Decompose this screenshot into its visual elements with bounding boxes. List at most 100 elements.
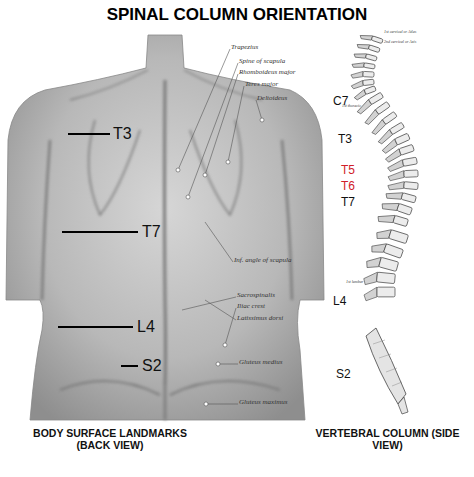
vertebral-body xyxy=(363,79,375,85)
leader-line xyxy=(225,308,236,345)
l4-marker xyxy=(58,326,133,328)
leader-dot xyxy=(176,168,180,172)
spinous-process xyxy=(359,32,372,42)
right-arm-edge xyxy=(282,140,292,300)
leader-dot xyxy=(260,118,264,122)
gluteal-line xyxy=(60,381,280,395)
trapezius-edge xyxy=(70,70,262,100)
leader-dot xyxy=(203,173,207,177)
vertebra xyxy=(365,254,399,275)
leader-dot xyxy=(216,362,220,366)
vertebral-body xyxy=(364,63,376,69)
muscle-label: Teres major xyxy=(245,81,278,89)
muscle-label: Sacrospinalis xyxy=(237,292,275,300)
vertebra xyxy=(364,287,395,301)
vertebral-body xyxy=(399,144,414,155)
spine-furrow xyxy=(165,80,166,385)
spinous-process xyxy=(351,80,364,89)
vertebral-body xyxy=(397,203,413,215)
vertebral-body xyxy=(389,122,404,134)
vertebra-note: 1st lumbar xyxy=(346,280,363,284)
spinous-process xyxy=(388,171,404,181)
vertebra xyxy=(388,170,418,181)
t3-marker xyxy=(68,133,110,135)
title: SPINAL COLUMN ORIENTATION xyxy=(0,6,474,25)
s2-marker xyxy=(121,365,138,367)
panel-caption: VERTEBRAL COLUMN (SIDE VIEW) xyxy=(315,428,460,451)
vertebra xyxy=(351,71,374,80)
t7-marker xyxy=(62,231,138,233)
vertebra xyxy=(385,189,416,206)
back-figure xyxy=(6,35,324,420)
vertebral-body xyxy=(375,102,390,115)
level-label: T3 xyxy=(113,125,132,143)
spinous-process xyxy=(377,211,395,226)
level-label: L4 xyxy=(137,318,155,336)
leader-dot xyxy=(186,195,190,199)
spinous-process xyxy=(363,271,377,286)
vertebra-label: T3 xyxy=(338,133,352,146)
spinous-process xyxy=(351,71,363,79)
vertebral-body xyxy=(383,244,403,259)
vertebral-body xyxy=(371,36,383,44)
sacrum xyxy=(366,328,406,404)
vertebra xyxy=(381,198,413,218)
torso-silhouette xyxy=(6,35,324,420)
vertebra-label: L4 xyxy=(333,295,346,308)
gluteal-cleft xyxy=(164,385,167,420)
leader-dot xyxy=(204,402,208,406)
spinous-process xyxy=(351,61,364,69)
vertebra xyxy=(359,32,383,45)
muscle-label: Gluteus medius xyxy=(239,359,282,367)
sacrum-ridges xyxy=(373,340,402,386)
spinous-process xyxy=(375,226,391,242)
landmark-label: Spine of scapula xyxy=(239,58,285,66)
sacrum-ridge xyxy=(386,368,397,372)
vertebral-body xyxy=(401,193,416,203)
muscle-shading xyxy=(42,70,292,420)
leader-lines xyxy=(176,49,264,406)
leader-line xyxy=(205,222,233,262)
spinous-process xyxy=(353,51,366,60)
vertebra-note: 1st thoracic xyxy=(342,104,361,108)
vertebra-label: S2 xyxy=(336,368,351,381)
vertebral-body xyxy=(382,112,397,125)
vertebral-column xyxy=(351,32,419,414)
spinous-process xyxy=(381,198,400,213)
vertebra xyxy=(370,239,403,261)
vertebral-body xyxy=(368,45,380,53)
leader-line xyxy=(178,49,230,170)
panel-caption: BODY SURFACE LANDMARKS (BACK VIEW) xyxy=(25,428,195,451)
vertebra xyxy=(351,61,375,71)
leader-line xyxy=(188,63,238,197)
vertebra xyxy=(375,226,408,247)
leader-dot xyxy=(223,343,227,347)
muscle-label: Deltoideus xyxy=(257,95,287,103)
leader-dot xyxy=(226,160,230,164)
spinous-process xyxy=(370,239,386,255)
vertebra xyxy=(377,211,409,230)
sacrum-ridge xyxy=(392,382,402,386)
leader-line xyxy=(256,100,262,120)
spinous-process xyxy=(364,287,377,301)
vertebral-body xyxy=(404,170,418,177)
vertebral-body xyxy=(389,230,409,244)
vertebral-body xyxy=(364,86,376,95)
vertebra-note: 2nd cervical or Axis xyxy=(384,40,416,44)
vertebra xyxy=(363,271,395,288)
vertebra xyxy=(356,41,380,54)
vertebral-body xyxy=(393,215,409,226)
leader-line xyxy=(218,364,238,365)
muscle-label: Gluteus maximus xyxy=(239,399,287,407)
spinous-process xyxy=(384,149,402,163)
level-markers xyxy=(58,134,138,366)
vertebral-body xyxy=(395,133,411,145)
spinous-process xyxy=(385,189,403,202)
level-label: S2 xyxy=(142,357,162,375)
muscle-label: Latissimus dorsi xyxy=(237,315,283,323)
level-label: T7 xyxy=(142,223,161,241)
vertebral-body xyxy=(377,287,395,297)
leader-line xyxy=(205,300,236,320)
vertebra xyxy=(388,180,419,192)
